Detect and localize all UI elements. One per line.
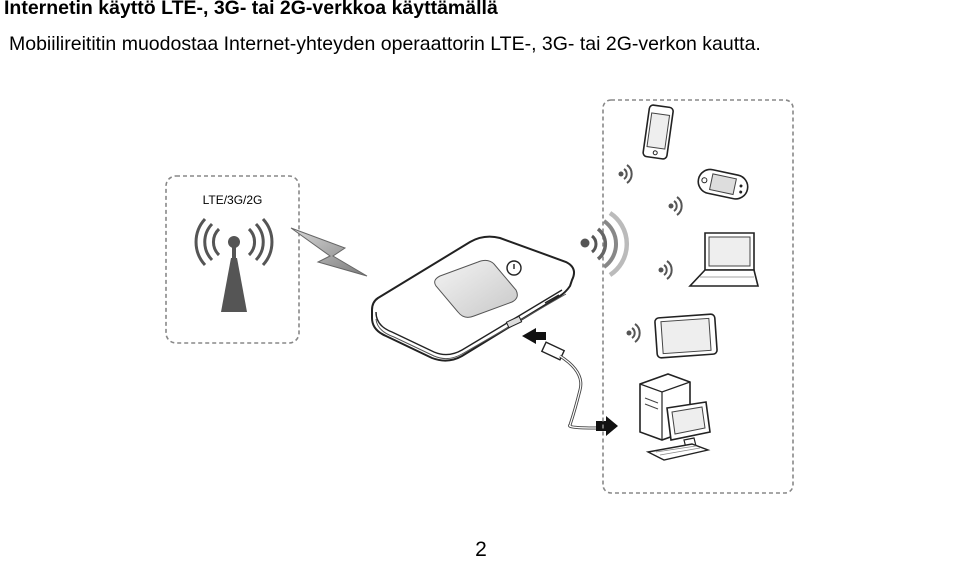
page-heading: Internetin käyttö LTE-, 3G- tai 2G-verkk… <box>4 0 498 19</box>
laptop-icon <box>688 232 760 287</box>
handheld-game-console-icon <box>697 168 749 200</box>
page-number: 2 <box>475 538 487 561</box>
smartphone-icon <box>642 104 674 160</box>
wifi-signal-icon <box>658 260 673 280</box>
wifi-signal-icon <box>626 323 641 343</box>
tower-network-label: LTE/3G/2G <box>202 193 263 207</box>
usb-cable-icon <box>522 328 618 436</box>
cell-tower-icon <box>194 217 274 312</box>
devices-frame <box>602 99 794 494</box>
wifi-signal-icon <box>580 211 629 277</box>
lightning-bolt-icon <box>290 227 368 277</box>
wifi-signal-icon <box>668 196 683 216</box>
tower-frame <box>165 175 300 344</box>
mobile-router-icon <box>371 235 575 362</box>
tablet-icon <box>654 313 718 359</box>
desktop-computer-icon <box>639 373 711 461</box>
wifi-signal-icon <box>618 164 633 184</box>
page-intro-text: Mobiilireititin muodostaa Internet-yhtey… <box>9 33 761 55</box>
